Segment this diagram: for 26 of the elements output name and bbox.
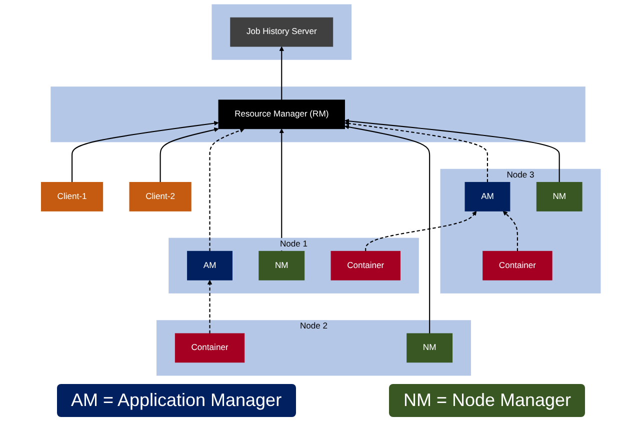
node-box: NM xyxy=(258,250,305,280)
arrow xyxy=(207,280,212,334)
arrow xyxy=(502,210,518,252)
arrow xyxy=(209,128,245,252)
arrow xyxy=(160,127,219,182)
arrow xyxy=(279,46,284,100)
node-box: Job History Server xyxy=(230,17,334,47)
node-box: Resource Manager (RM) xyxy=(218,100,345,130)
node-box: Client-1 xyxy=(41,182,104,212)
arrow xyxy=(344,124,430,334)
cluster xyxy=(50,86,586,142)
legend-item: NM = Node Manager xyxy=(389,384,586,417)
node-box: NM xyxy=(406,333,453,363)
arrow xyxy=(365,210,477,252)
node-box: NM xyxy=(536,182,582,212)
node-box: Container xyxy=(174,333,245,363)
arrow xyxy=(344,118,560,182)
legend-item: AM = Application Manager xyxy=(56,384,296,417)
arrow xyxy=(344,121,488,182)
node-box: Client-2 xyxy=(129,182,192,212)
cluster xyxy=(212,4,352,60)
node-box: AM xyxy=(464,182,510,212)
node-box: Container xyxy=(482,250,552,280)
arrow xyxy=(72,120,219,182)
node-box: AM xyxy=(187,250,232,280)
node-box: Container xyxy=(330,250,400,280)
